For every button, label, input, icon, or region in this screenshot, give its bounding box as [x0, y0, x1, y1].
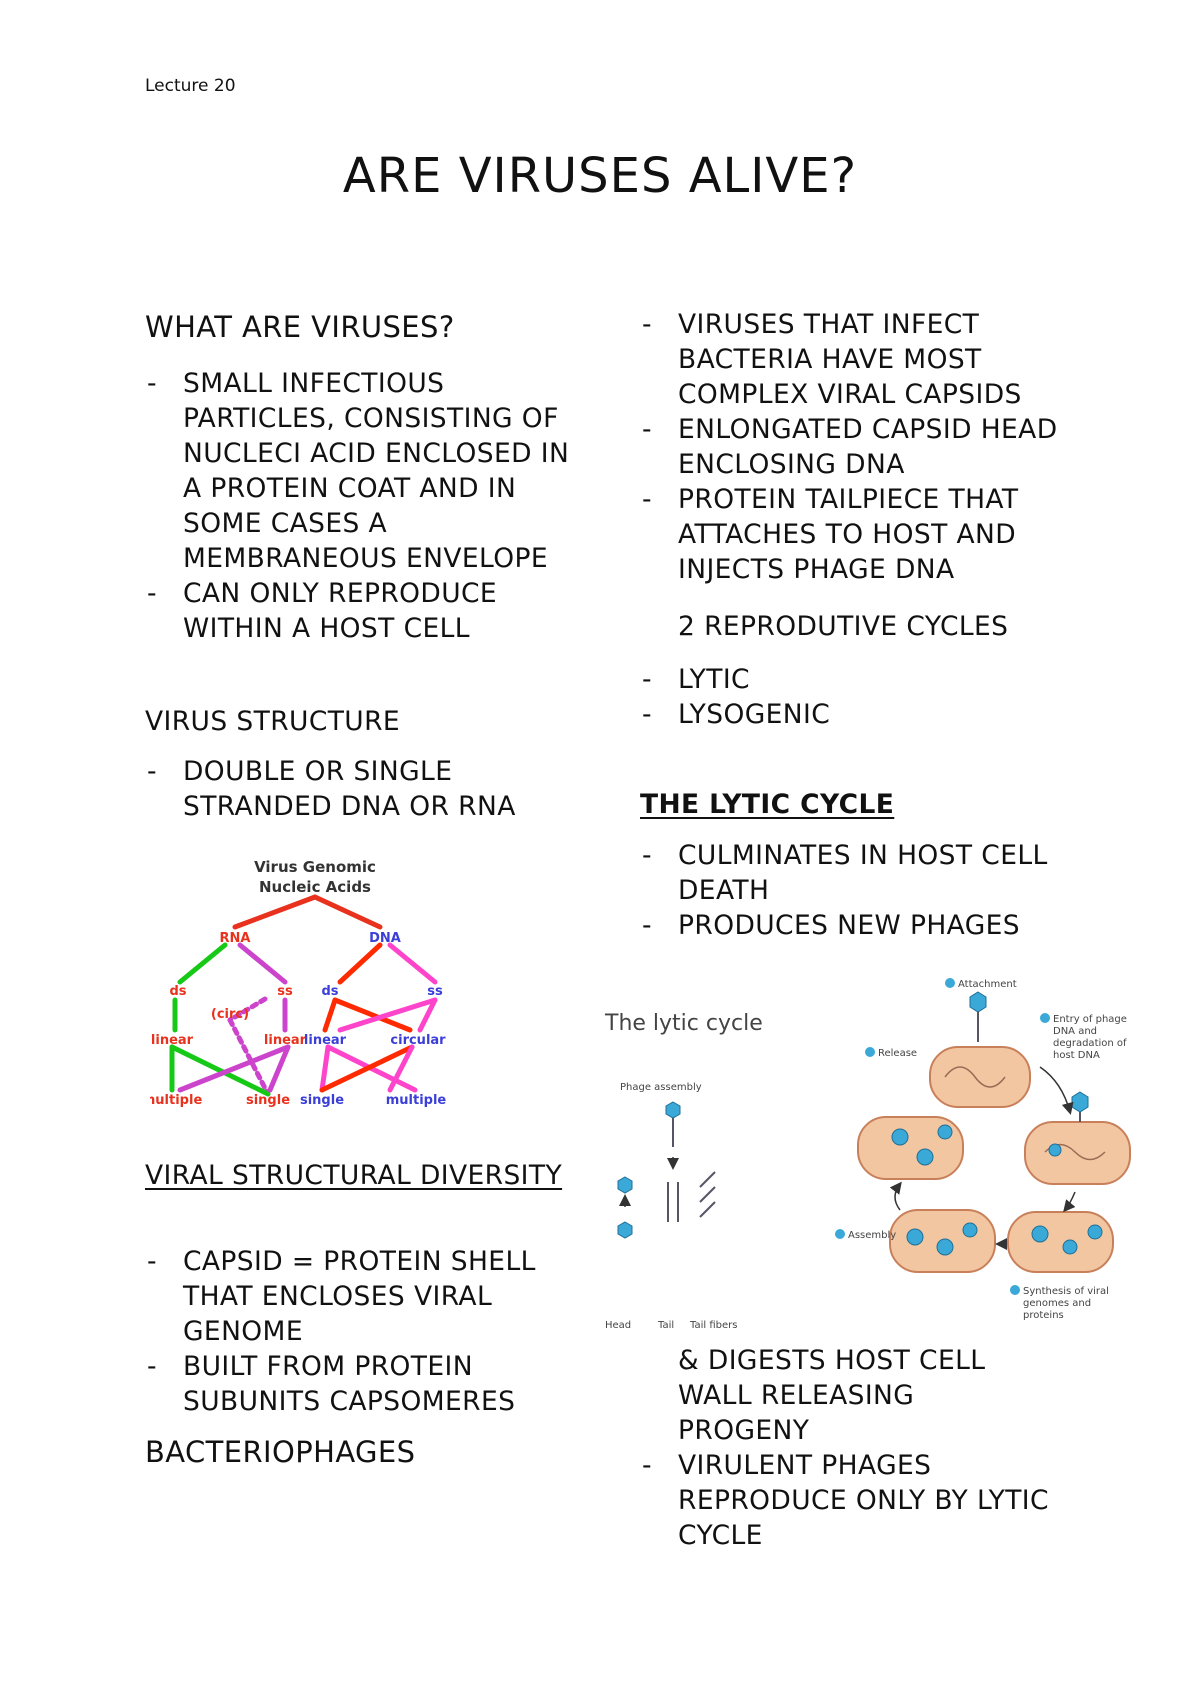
step-entry-label-4: host DNA [1053, 1050, 1100, 1061]
cell-entry [1024, 1121, 1131, 1185]
step-attachment-label: Attachment [958, 979, 1017, 990]
list-item: ENLONGATED CAPSID HEAD ENCLOSING DNA [640, 412, 1070, 482]
tail-fibers-label: Tail fibers [689, 1320, 737, 1331]
page-title: ARE VIRUSES ALIVE? [342, 148, 858, 204]
lecture-label: Lecture 20 [145, 76, 236, 96]
dna-linear-label: linear [304, 1033, 347, 1048]
diversity-list: CAPSID = PROTEIN SHELL THAT ENCLOSES VIR… [145, 1244, 575, 1419]
list-item: CULMINATES IN HOST CELL DEATH [640, 838, 1070, 908]
continuation-text: & DIGESTS HOST CELL WALL RELEASING PROGE… [678, 1345, 986, 1446]
step-synthesis-label-2: genomes and [1023, 1298, 1091, 1309]
figure-title-line1: Virus Genomic [254, 858, 376, 876]
lytic-heading: THE LYTIC CYCLE [640, 789, 895, 820]
dna-ds-label: ds [321, 984, 338, 999]
list-item: SMALL INFECTIOUS PARTICLES, CONSISTING O… [145, 366, 575, 576]
tail-label: Tail [657, 1320, 674, 1331]
dna-ss-label: ss [427, 984, 443, 999]
step-assembly-label: Assembly [848, 1230, 896, 1241]
cell-release [857, 1116, 964, 1180]
final-list: VIRULENT PHAGES REPRODUCE ONLY BY LYTIC … [640, 1448, 1070, 1553]
step-release-label: Release [878, 1048, 917, 1059]
what-list: SMALL INFECTIOUS PARTICLES, CONSISTING O… [145, 366, 575, 646]
cycles-line: 2 REPRODUTIVE CYCLES [678, 611, 1009, 642]
genomic-nucleic-acids-figure: Virus Genomic Nucleic Acids [150, 858, 447, 1108]
diversity-heading: VIRAL STRUCTURAL DIVERSITY [145, 1160, 563, 1191]
circ-label: (circ) [211, 1007, 249, 1022]
list-item: CAN ONLY REPRODUCE WITHIN A HOST CELL [145, 576, 575, 646]
rna-ss-linear-label: linear [264, 1033, 307, 1048]
lytic-list: CULMINATES IN HOST CELL DEATH PRODUCES N… [640, 838, 1070, 943]
list-item: CAPSID = PROTEIN SHELL THAT ENCLOSES VIR… [145, 1244, 575, 1349]
list-item: BUILT FROM PROTEIN SUBUNITS CAPSOMERES [145, 1349, 575, 1419]
cycle-list: LYTIC LYSOGENIC [640, 662, 1070, 732]
list-item: LYTIC [640, 662, 1070, 697]
phage-assembly-label: Phage assembly [620, 1082, 702, 1093]
rna-multiple-label: multiple [150, 1093, 202, 1108]
list-item: PRODUCES NEW PHAGES [640, 908, 1070, 943]
list-item: DOUBLE OR SINGLE STRANDED DNA OR RNA [145, 754, 575, 824]
step-synthesis-label-1: Synthesis of viral [1023, 1286, 1109, 1297]
rna-ds-linear-label: linear [151, 1033, 194, 1048]
bacteriophages-heading: BACTERIOPHAGES [145, 1435, 416, 1469]
lytic-cycle-figure: The lytic cycle [604, 978, 1131, 1331]
list-item: LYSOGENIC [640, 697, 1070, 732]
step-entry-label-1: Entry of phage [1053, 1014, 1127, 1025]
list-item: VIRUSES THAT INFECT BACTERIA HAVE MOST C… [640, 307, 1070, 412]
dna-label: DNA [369, 931, 401, 946]
rna-single-label: single [246, 1093, 290, 1108]
dna-multiple-label: multiple [386, 1093, 447, 1108]
lytic-figure-title: The lytic cycle [604, 1011, 763, 1036]
what-heading: WHAT ARE VIRUSES? [145, 310, 455, 344]
step-entry-label-2: DNA and [1053, 1026, 1097, 1037]
step-entry-label-3: degradation of [1053, 1038, 1127, 1049]
figure-title-line2: Nucleic Acids [259, 878, 371, 896]
structure-list: DOUBLE OR SINGLE STRANDED DNA OR RNA [145, 754, 575, 824]
phage-list: VIRUSES THAT INFECT BACTERIA HAVE MOST C… [640, 307, 1070, 587]
cell-synthesis [1007, 1211, 1114, 1273]
list-item: PROTEIN TAILPIECE THAT ATTACHES TO HOST … [640, 482, 1070, 587]
head-label: Head [605, 1320, 631, 1331]
rna-label: RNA [220, 931, 251, 946]
dna-circular-label: circular [390, 1033, 446, 1048]
dna-single-label: single [300, 1093, 344, 1108]
step-synthesis-label-3: proteins [1023, 1310, 1064, 1321]
list-item: VIRULENT PHAGES REPRODUCE ONLY BY LYTIC … [640, 1448, 1070, 1553]
cell-attachment [929, 1046, 1031, 1108]
structure-heading: VIRUS STRUCTURE [145, 706, 401, 737]
rna-ss-label: ss [277, 984, 293, 999]
rna-ds-label: ds [169, 984, 186, 999]
